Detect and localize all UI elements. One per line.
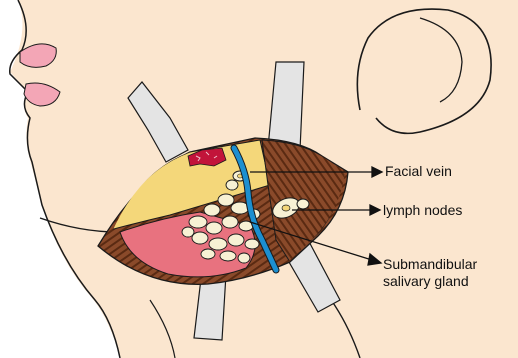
lymph-node-small — [297, 199, 309, 209]
label-facial-vein: Facial vein — [385, 163, 452, 180]
label-submandibular-line1: Submandibular — [383, 256, 477, 273]
label-submandibular-line2: salivary gland — [383, 273, 469, 290]
label-lymph-nodes: lymph nodes — [383, 202, 462, 219]
